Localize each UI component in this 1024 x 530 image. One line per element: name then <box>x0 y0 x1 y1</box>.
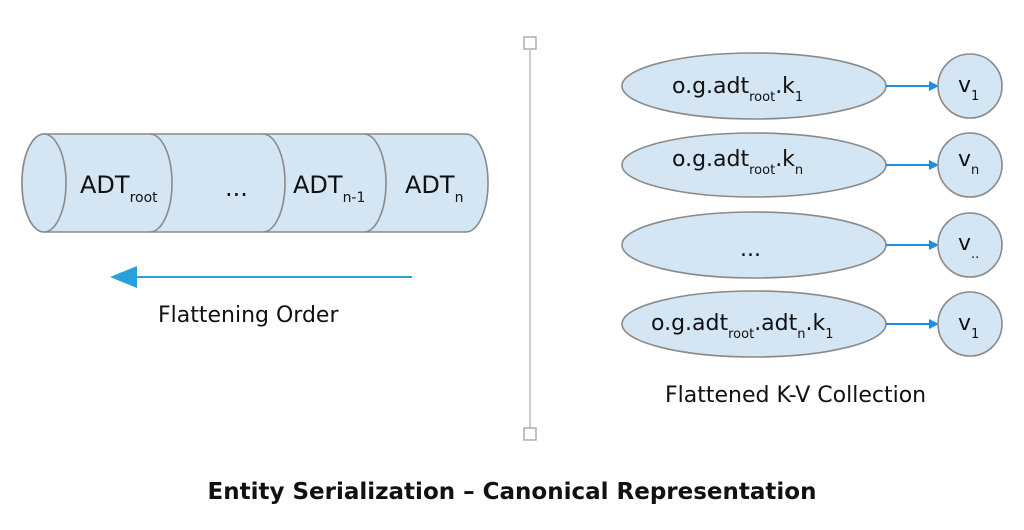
divider <box>523 36 537 441</box>
segment-ellipsis: ... <box>225 174 248 202</box>
kv-collection-caption: Flattened K-V Collection <box>665 383 926 408</box>
kv-key-label: o.g.adtroot.adtn.k1 <box>651 311 834 342</box>
kv-value-ellipse <box>937 291 1003 357</box>
segment-adt-n-minus-1: ADTn-1 <box>293 171 365 206</box>
adt-cylinder: ADTroot ... ADTn-1 ADTn <box>21 133 489 233</box>
cylinder-left-cap <box>21 133 67 233</box>
kv-key-label: o.g.adtroot.k1 <box>672 74 803 105</box>
divider-handle-bottom[interactable] <box>523 427 537 441</box>
kv-row-4: o.g.adtroot.adtn.k1 v1 <box>621 290 1003 358</box>
kv-value-ellipse <box>937 53 1003 119</box>
cylinder-divider-2 <box>262 133 286 233</box>
kv-key-ellipse <box>621 52 887 120</box>
kv-row-2: o.g.adtroot.kn vn <box>621 132 1003 198</box>
kv-row-3: ... v.. <box>621 211 1003 279</box>
segment-adt-root: ADTroot <box>80 171 158 206</box>
kv-key-label: o.g.adtroot.kn <box>672 147 803 178</box>
kv-value-ellipse <box>937 212 1003 278</box>
cylinder-divider-3 <box>363 133 387 233</box>
cylinder-divider-1 <box>149 133 173 233</box>
kv-key-label: ... <box>740 237 761 262</box>
kv-value-ellipse <box>937 132 1003 198</box>
kv-value-label: v1 <box>958 73 979 104</box>
kv-value-label: v1 <box>958 311 979 342</box>
flattening-order-label: Flattening Order <box>158 303 339 328</box>
kv-value-label: v.. <box>958 231 979 262</box>
flattening-arrow <box>110 266 412 288</box>
kv-value-label: vn <box>958 147 979 178</box>
divider-handle-top[interactable] <box>523 36 537 50</box>
kv-row-1: o.g.adtroot.k1 v1 <box>621 52 1003 120</box>
diagram-title: Entity Serialization – Canonical Represe… <box>208 479 817 505</box>
segment-adt-n: ADTn <box>405 171 463 206</box>
